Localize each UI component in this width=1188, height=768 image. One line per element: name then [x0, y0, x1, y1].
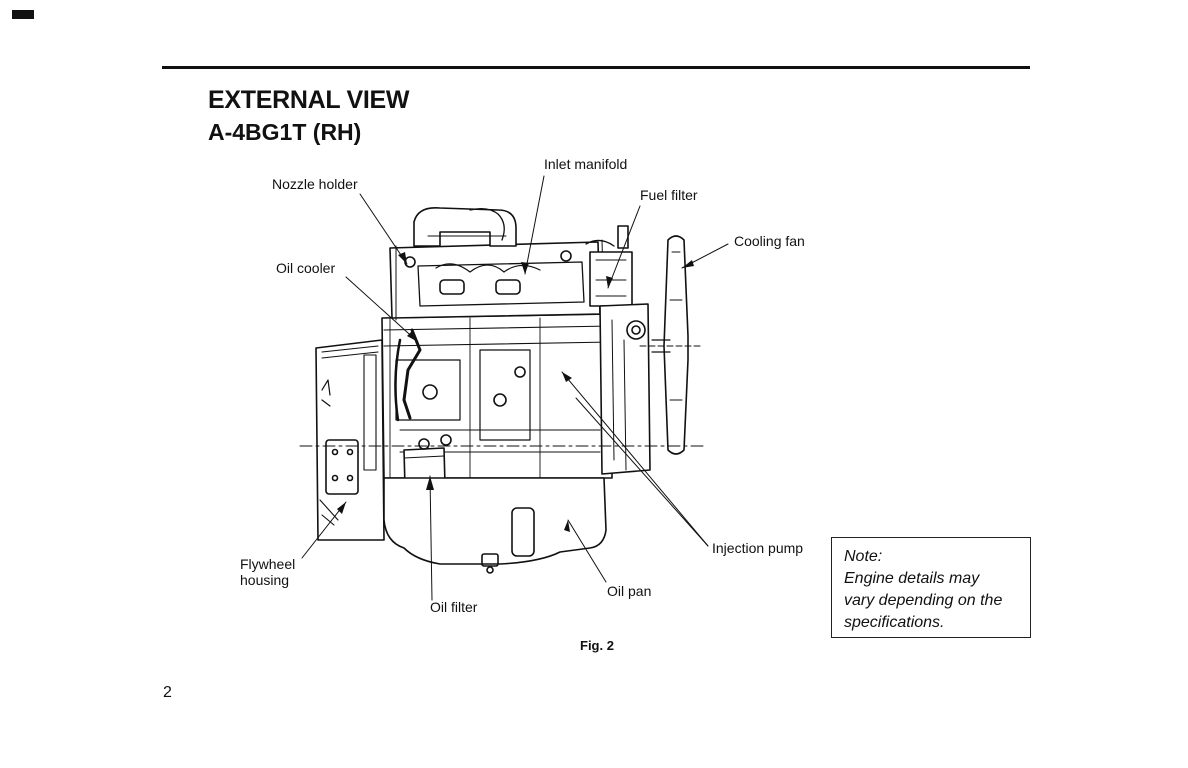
note-line: Engine details may — [844, 568, 1030, 590]
note-box: Note: Engine details may vary depending … — [831, 537, 1031, 638]
oil-pan-drawing — [384, 478, 606, 573]
fuel-filter-drawing — [586, 226, 632, 306]
front-pulley-drawing — [600, 304, 650, 474]
turbo-pipe-drawing — [414, 208, 516, 246]
page-number: 2 — [163, 684, 172, 702]
note-line: vary depending on the — [844, 590, 1030, 612]
label-oil-cooler: Oil cooler — [276, 260, 335, 277]
label-oil-pan: Oil pan — [607, 583, 651, 600]
note-line: specifications. — [844, 612, 1030, 634]
label-nozzle-holder: Nozzle holder — [272, 176, 358, 193]
label-cooling-fan: Cooling fan — [734, 233, 805, 250]
flywheel-housing-drawing — [316, 340, 384, 540]
cylinder-head-drawing — [390, 240, 604, 320]
label-fuel-filter: Fuel filter — [640, 187, 698, 204]
label-flywheel-housing-line2: housing — [240, 572, 289, 589]
label-oil-filter: Oil filter — [430, 599, 477, 616]
label-inlet-manifold: Inlet manifold — [544, 156, 627, 173]
cooling-fan-drawing — [652, 236, 688, 454]
label-injection-pump: Injection pump — [712, 540, 803, 557]
figure-caption: Fig. 2 — [580, 638, 614, 653]
label-flywheel-housing-line1: Flywheel — [240, 556, 295, 573]
note-heading: Note: — [844, 546, 1030, 568]
